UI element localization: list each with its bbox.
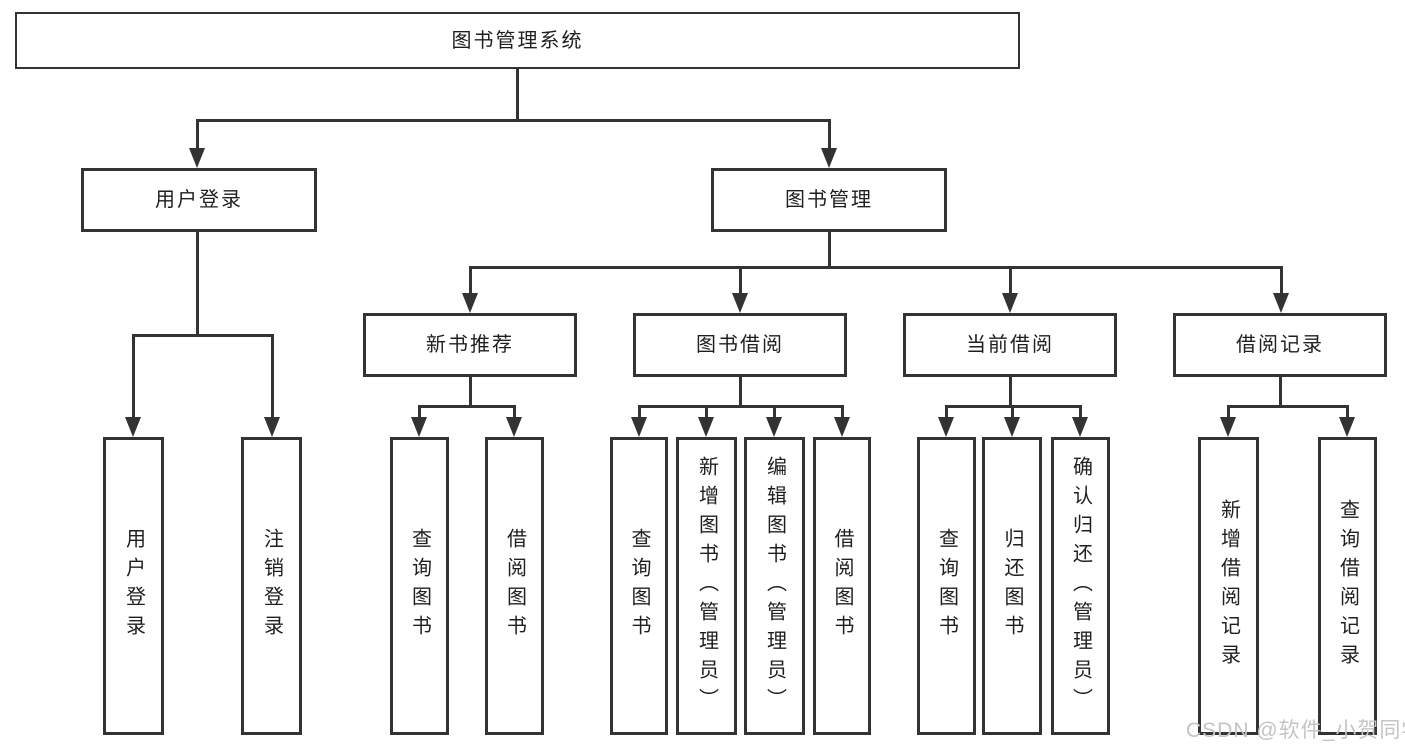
leaf-borrow-add-book-admin: 新增图书（管理员） — [676, 437, 737, 735]
connector-records-child2-stem — [1346, 405, 1349, 419]
node-book-borrow-label: 图书借阅 — [696, 334, 784, 356]
connector-l3-stem-2 — [739, 266, 742, 294]
connector-l2-left-stem — [196, 119, 199, 150]
node-book-borrow: 图书借阅 — [633, 313, 847, 377]
connector-borrow-child3-stem — [773, 405, 776, 419]
leaf-borrow-query-books-label: 查询图书 — [628, 528, 650, 644]
leaf-borrow-add-book-admin-label: 新增图书（管理员） — [695, 455, 718, 717]
connector-newbook-child2-stem — [513, 405, 516, 419]
leaf-record-add-borrow-record-label: 新增借阅记录 — [1217, 499, 1240, 673]
node-user-login: 用户登录 — [81, 168, 317, 232]
connector-l3-hbar — [469, 266, 1283, 269]
arrow-down-icon — [125, 417, 141, 437]
leaf-current-return-books-label: 归还图书 — [1001, 528, 1023, 644]
leaf-record-query-borrow-record-label: 查询借阅记录 — [1336, 499, 1359, 673]
leaf-borrow-edit-book-admin-label: 编辑图书（管理员） — [763, 455, 786, 717]
leaf-user-login: 用户登录 — [103, 437, 164, 735]
node-borrow-records-label: 借阅记录 — [1236, 334, 1324, 356]
leaf-borrow-edit-book-admin: 编辑图书（管理员） — [744, 437, 805, 735]
arrow-down-icon — [1072, 417, 1088, 437]
node-book-management-label: 图书管理 — [785, 189, 873, 211]
node-root-label: 图书管理系统 — [451, 29, 584, 52]
arrow-down-icon — [821, 148, 837, 168]
leaf-current-query-books-label: 查询图书 — [935, 528, 958, 644]
leaf-user-login-label: 用户登录 — [122, 528, 145, 644]
leaf-current-return-books: 归还图书 — [982, 437, 1042, 735]
connector-borrow-stem — [739, 375, 742, 407]
node-borrow-records: 借阅记录 — [1173, 313, 1387, 377]
watermark-text: CSDN @软件_小贺同学 — [1186, 719, 1405, 742]
watermark: CSDN @软件_小贺同学 — [1186, 714, 1405, 744]
arrow-down-icon — [1002, 293, 1018, 313]
connector-bookmgmt-stem — [828, 229, 831, 268]
leaf-current-confirm-return-admin: 确认归还（管理员） — [1051, 437, 1110, 735]
arrow-down-icon — [1220, 417, 1236, 437]
arrow-down-icon — [732, 293, 748, 313]
connector-newbook-hbar — [418, 405, 516, 408]
node-current-borrow-label: 当前借阅 — [966, 334, 1054, 356]
leaf-borrow-query-books: 查询图书 — [610, 437, 668, 735]
connector-userlogin-hbar — [132, 334, 273, 337]
arrow-down-icon — [462, 293, 478, 313]
leaf-newbook-borrow-books-label: 借阅图书 — [503, 528, 526, 644]
connector-l3-stem-1 — [469, 266, 472, 294]
connector-records-hbar — [1227, 405, 1349, 408]
arrow-down-icon — [631, 417, 647, 437]
leaf-newbook-borrow-books: 借阅图书 — [485, 437, 544, 735]
connector-userlogin-stem — [196, 229, 199, 336]
connector-records-child1-stem — [1227, 405, 1230, 419]
node-current-borrow: 当前借阅 — [903, 313, 1117, 377]
arrow-down-icon — [834, 417, 850, 437]
connector-borrow-child2-stem — [705, 405, 708, 419]
connector-userlogin-child2-stem — [271, 334, 274, 418]
node-book-management: 图书管理 — [711, 168, 947, 232]
connector-borrow-child1-stem — [638, 405, 641, 419]
leaf-record-query-borrow-record: 查询借阅记录 — [1318, 437, 1377, 735]
leaf-borrow-borrow-books-label: 借阅图书 — [831, 528, 853, 644]
connector-current-stem — [1009, 375, 1012, 407]
arrow-down-icon — [1004, 417, 1020, 437]
arrow-down-icon — [766, 417, 782, 437]
node-root-system: 图书管理系统 — [15, 12, 1020, 69]
arrow-down-icon — [506, 417, 522, 437]
leaf-logout-label: 注销登录 — [260, 528, 283, 644]
node-new-book-recommend: 新书推荐 — [363, 313, 577, 377]
arrow-down-icon — [938, 417, 954, 437]
connector-current-child2-stem — [1011, 405, 1014, 419]
leaf-borrow-borrow-books: 借阅图书 — [813, 437, 871, 735]
connector-records-stem — [1279, 375, 1282, 407]
arrow-down-icon — [1339, 417, 1355, 437]
arrow-down-icon — [1273, 293, 1289, 313]
node-new-book-recommend-label: 新书推荐 — [426, 334, 514, 356]
connector-l2-right-stem — [828, 119, 831, 150]
arrow-down-icon — [264, 417, 280, 437]
connector-l2-hbar — [196, 119, 831, 122]
leaf-logout: 注销登录 — [241, 437, 302, 735]
leaf-current-confirm-return-admin-label: 确认归还（管理员） — [1069, 455, 1092, 717]
connector-newbook-child1-stem — [418, 405, 421, 419]
connector-l3-stem-4 — [1280, 266, 1283, 294]
leaf-newbook-query-books-label: 查询图书 — [408, 528, 431, 644]
connector-root-stem — [516, 69, 519, 121]
connector-l3-stem-3 — [1009, 266, 1012, 294]
node-user-login-label: 用户登录 — [155, 189, 243, 211]
leaf-newbook-query-books: 查询图书 — [390, 437, 449, 735]
leaf-current-query-books: 查询图书 — [917, 437, 976, 735]
connector-newbook-stem — [469, 375, 472, 407]
leaf-record-add-borrow-record: 新增借阅记录 — [1198, 437, 1259, 735]
connector-borrow-child4-stem — [841, 405, 844, 419]
connector-current-child1-stem — [945, 405, 948, 419]
arrow-down-icon — [698, 417, 714, 437]
connector-userlogin-child1-stem — [132, 334, 135, 418]
arrow-down-icon — [411, 417, 427, 437]
connector-borrow-hbar — [638, 405, 844, 408]
arrow-down-icon — [189, 148, 205, 168]
connector-current-child3-stem — [1079, 405, 1082, 419]
